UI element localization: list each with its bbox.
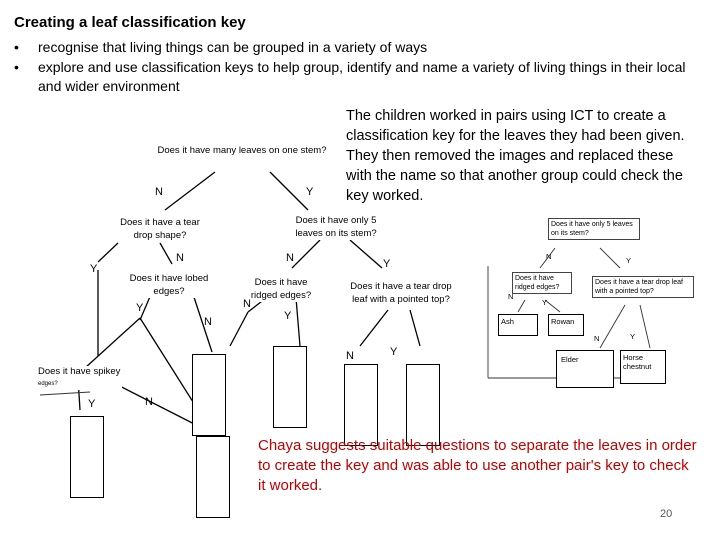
bullet-text: recognise that living things can be grou… [38,39,428,55]
connector-tearpointed-no [359,309,389,347]
mini-connector-5 [599,304,626,349]
answer-box [192,354,226,436]
mini-label-no: N [508,292,514,301]
connector-teardrop-no [159,242,173,265]
bullet-marker: • [14,39,19,55]
mini-label-yes: Y [630,332,636,341]
label-no: N [155,186,163,198]
mini-connector-arrow [39,391,91,396]
mini-leaf-rowan: Rowan [548,314,584,336]
mini-connector-2 [599,247,621,269]
description-text: The children worked in pairs using ICT t… [346,108,685,204]
question-spikey: Does it have spikey edges? [38,366,122,390]
mini-label-yes: Y [626,256,632,265]
label-no: N [286,252,294,264]
answer-box [196,436,230,518]
bullet-marker: • [14,59,19,75]
connector-root-no [164,171,216,211]
label-no: N [145,396,153,408]
connector-ridged-no-down [229,311,249,347]
caption-text: Chaya suggests suitable questions to sep… [258,437,697,494]
mini-label-no: N [594,334,600,343]
connector-only5-yes [349,239,383,269]
connector-root-yes [269,171,309,211]
mini-question-ridged: Does it have ridged edges? [512,272,572,294]
answer-box [70,416,104,498]
connector-only5-no [291,239,321,269]
mini-label-yes: Y [542,298,548,307]
question-only-5: Does it have only 5 leaves on its stem? [286,214,386,240]
mini-leaf-horse-chestnut: Horse chestnut [620,350,666,384]
label-yes: Y [306,186,314,198]
label-no: N [346,350,354,362]
mini-leaf-ash: Ash [498,314,538,336]
question-tear-drop: Does it have a tear drop shape? [110,216,210,242]
answer-box [406,364,440,446]
mini-leaf-elder: Elder [556,350,614,388]
connector-ridged-yes [295,297,301,347]
mini-connector-1 [539,247,556,269]
connector-teardrop-yes [97,242,119,263]
page-number: 20 [660,508,673,520]
connector-tearpointed-yes [409,309,421,347]
label-no: N [243,298,251,310]
answer-box [344,364,378,446]
mini-connector-3 [517,299,526,313]
answer-box [273,346,307,428]
question-spikey-line1: Does it have spikey [38,366,121,377]
label-yes: Y [390,346,398,358]
mini-label-no: N [546,252,552,261]
mini-connector-4 [544,299,561,313]
label-yes: Y [383,258,391,270]
question-spikey-line2: edges? [38,381,58,387]
label-yes: Y [90,263,98,275]
label-yes: Y [284,310,292,322]
page-title: Creating a leaf classification key [14,14,246,31]
label-yes: Y [88,398,96,410]
question-ridged: Does it have ridged edges? [248,276,314,302]
mini-question-only-5: Does it have only 5 leaves on its stem? [548,218,640,240]
question-tear-pointed: Does it have a tear drop leaf with a poi… [346,280,456,306]
mini-question-tear-pointed: Does it have a tear drop leaf with a poi… [592,276,694,298]
mini-connector-6 [639,304,651,349]
bullet-text: explore and use classification keys to h… [38,59,686,94]
question-many-leaves: Does it have many leaves on one stem? [152,144,332,157]
label-no: N [176,252,184,264]
question-lobed: Does it have lobed edges? [114,272,224,298]
label-no: N [204,316,212,328]
label-yes: Y [136,302,144,314]
